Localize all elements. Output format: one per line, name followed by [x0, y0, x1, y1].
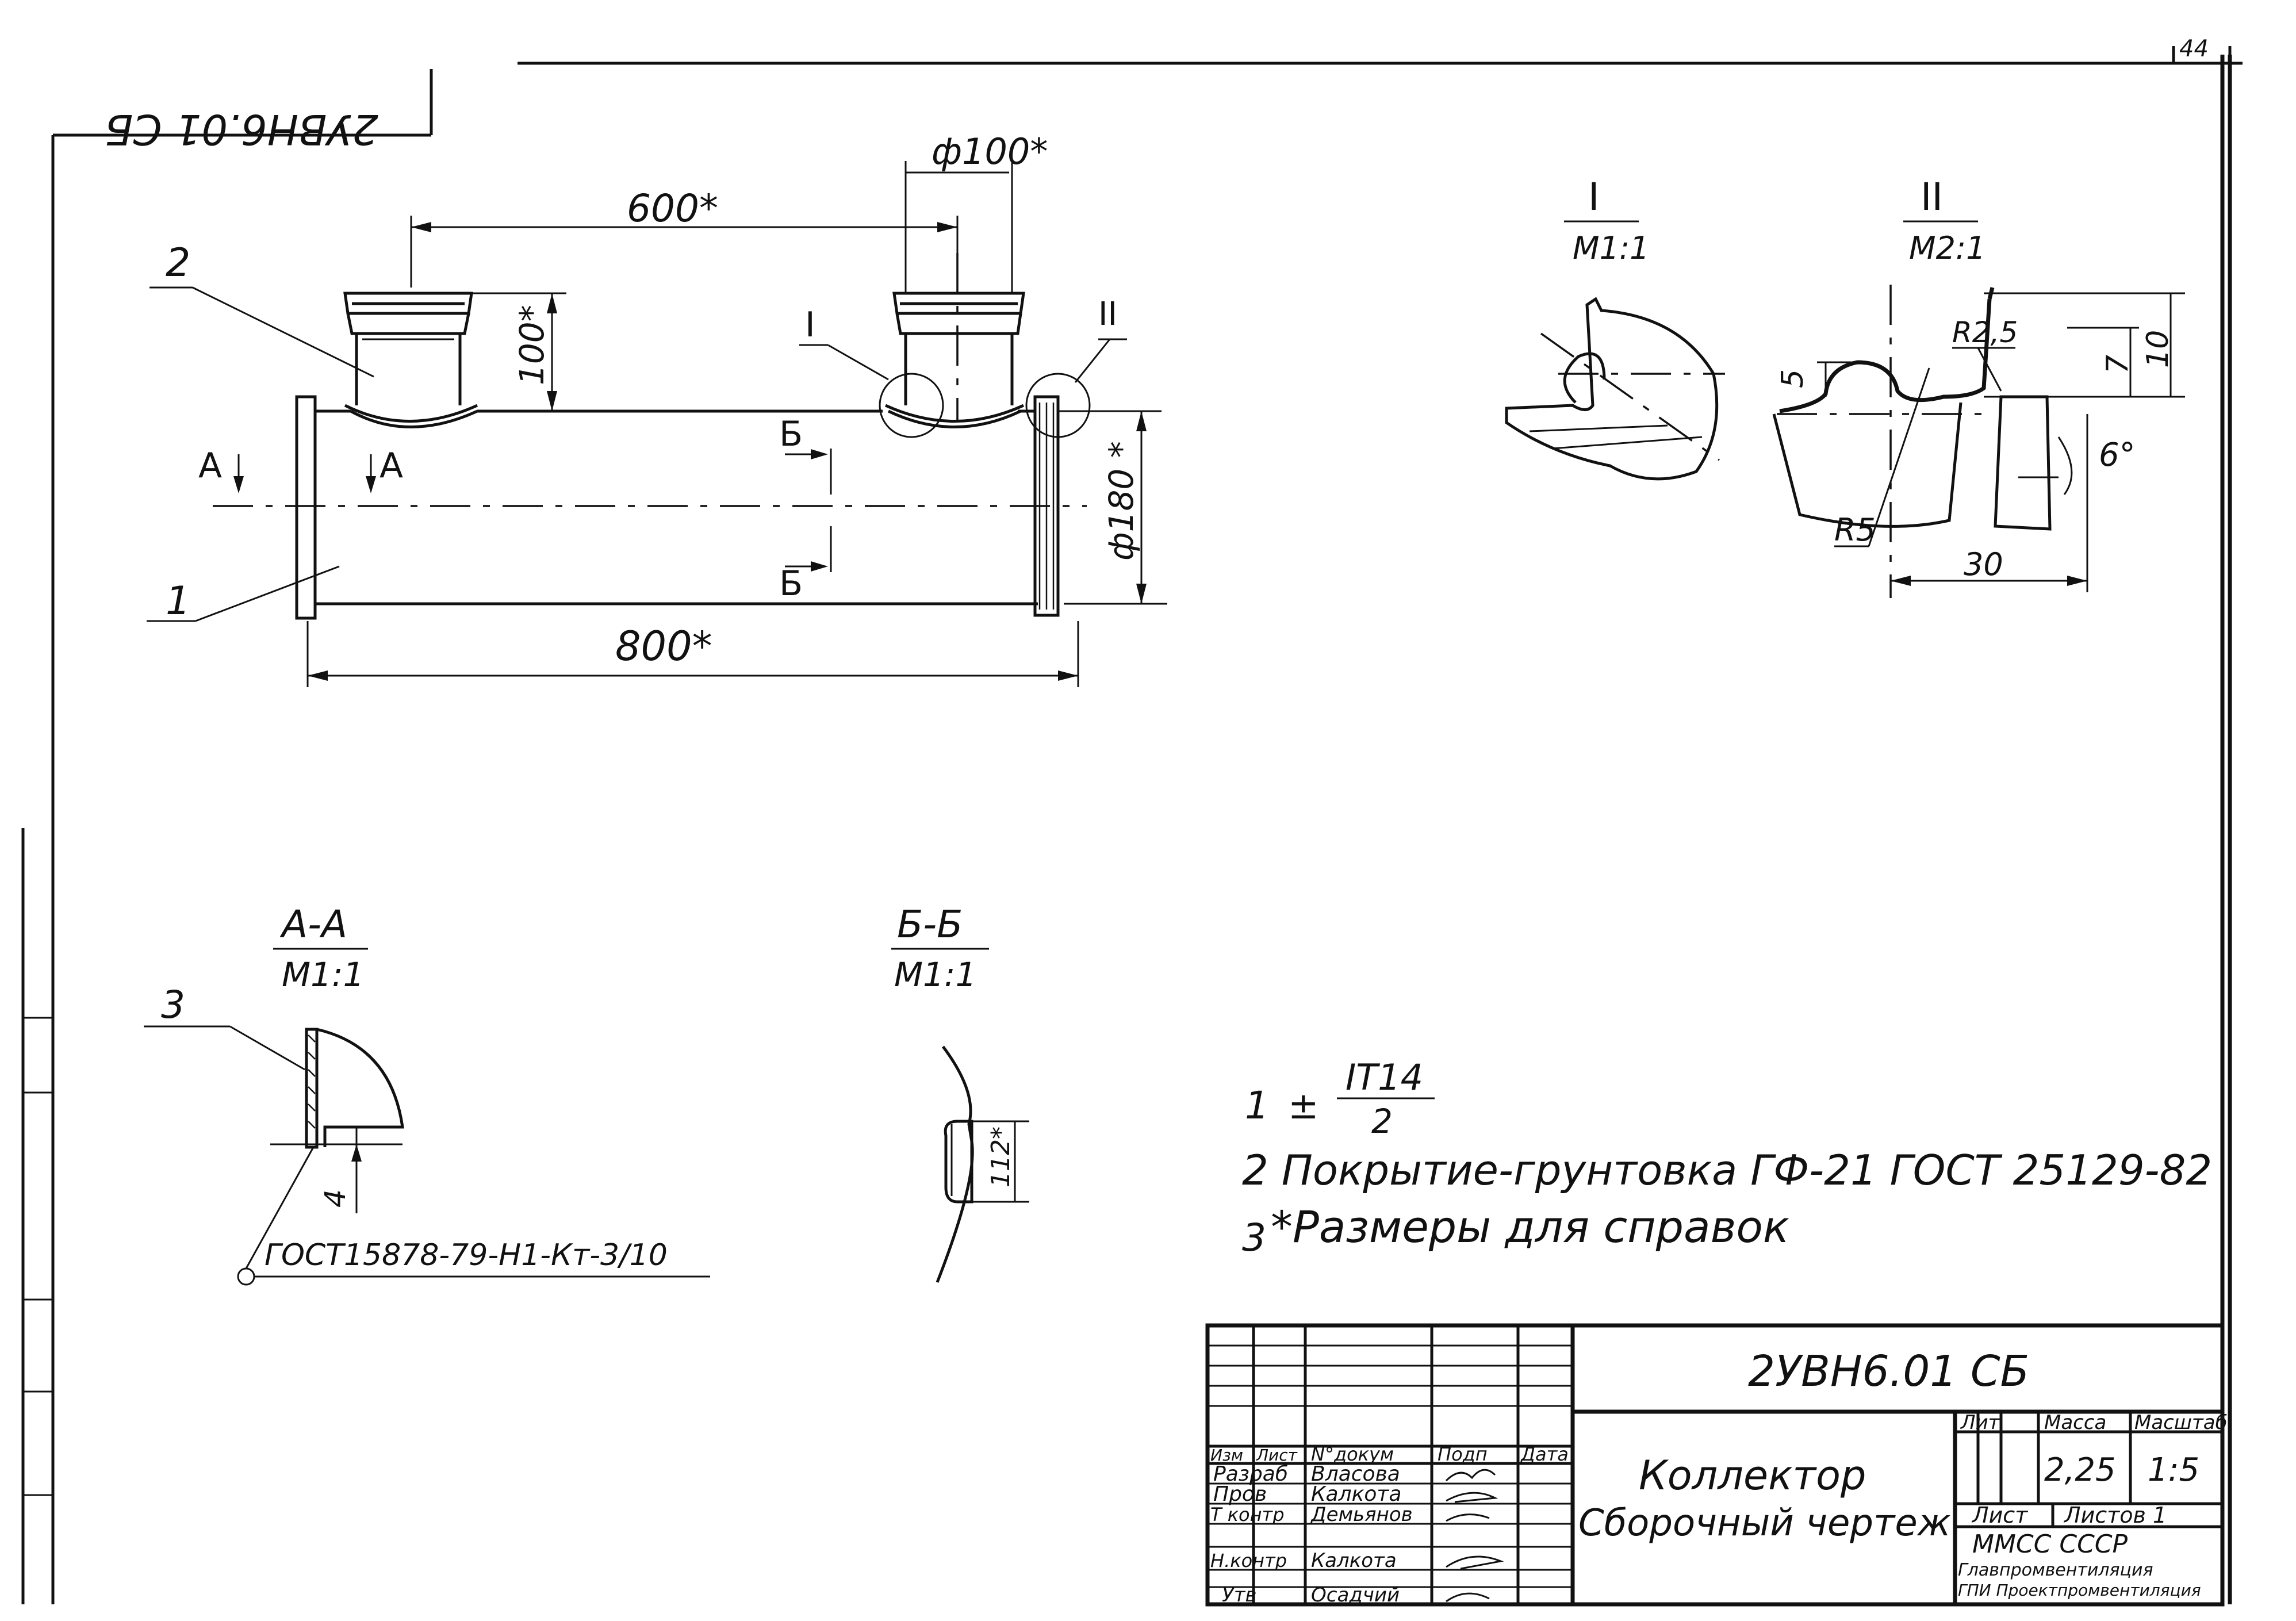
- tb-name-tkontr: Демьянов: [1310, 1503, 1413, 1526]
- position-2: 2: [166, 240, 190, 286]
- tb-name-line1: Коллектор: [1639, 1452, 1866, 1499]
- cut-B-top-label: Б: [779, 414, 803, 454]
- detail-II-d5: 5: [1776, 369, 1810, 388]
- branch-pipe-right: [884, 253, 1025, 428]
- tb-role-utv: Утв: [1222, 1584, 1257, 1607]
- note-1-plusminus: ±: [1288, 1085, 1319, 1128]
- tb-header-sign: Подп: [1438, 1443, 1488, 1465]
- tb-role-razrab: Разраб: [1213, 1462, 1288, 1486]
- dim-phi180-label: ф180 *: [1102, 441, 1141, 561]
- detail-I-callout-circle: [879, 373, 944, 438]
- detail-II-d7: 7: [2100, 355, 2135, 374]
- detail-I-scale: М1:1: [1573, 230, 1650, 266]
- detail-II-angle: 6°: [2099, 436, 2136, 474]
- dim-100-label: 100*: [512, 305, 551, 385]
- tb-name-utv: Осадчий: [1311, 1584, 1400, 1607]
- rotated-code-stamp: 2УВН6.01 СБ: [105, 105, 378, 154]
- signature-marks: [1445, 1469, 1504, 1603]
- section-AA: [144, 948, 710, 1286]
- section-BB-title: Б-Б: [897, 902, 963, 946]
- tb-org-1: ММСС СССР: [1972, 1530, 2128, 1559]
- tb-designation: 2УВН6.01 СБ: [1748, 1347, 2029, 1396]
- tb-header-date: Дата: [1520, 1443, 1569, 1465]
- note-2: 2 Покрытие-грунтовка ГФ-21 ГОСТ 25129-82: [1242, 1146, 2212, 1194]
- detail-II-d10: 10: [2141, 330, 2175, 368]
- dim-600-label: 600*: [627, 186, 718, 231]
- detail-II-callout-circle: [1025, 373, 1091, 438]
- section-BB: [891, 948, 1029, 1283]
- detail-II-r5: R5: [1834, 512, 1876, 548]
- section-AA-scale: М1:1: [282, 955, 364, 994]
- detail-II-d30: 30: [1964, 546, 2003, 583]
- tb-role-nkontr: Н.контр: [1210, 1550, 1287, 1572]
- branch-pipe-left: [343, 292, 478, 428]
- position-1: 1: [166, 578, 190, 624]
- tb-role-tkontr: Т контр: [1210, 1504, 1285, 1526]
- left-flange: [295, 395, 317, 620]
- note-1-tolerance-top: IT14: [1346, 1056, 1423, 1098]
- note-3-text: *Размеры для справок: [1271, 1201, 1789, 1252]
- tb-lit: Лит: [1960, 1411, 2000, 1434]
- main-view: [147, 161, 1167, 687]
- section-BB-dim-112: 112*: [986, 1126, 1015, 1187]
- detail-II-r25: R2,5: [1952, 316, 2018, 349]
- tb-header-izm: Изм: [1210, 1446, 1243, 1465]
- tb-name-razrab: Власова: [1311, 1462, 1400, 1486]
- dim-800-label: 800*: [615, 623, 712, 670]
- note-3-number: 3: [1242, 1216, 1266, 1260]
- note-1-tolerance-bottom: 2: [1371, 1102, 1393, 1141]
- tb-name-nkontr: Калкота: [1311, 1549, 1397, 1572]
- section-BB-scale: М1:1: [894, 955, 976, 994]
- section-AA-title: А-А: [279, 902, 347, 946]
- title-block: [1205, 1323, 2225, 1607]
- tb-header-list: Лист: [1256, 1446, 1298, 1465]
- tb-role-prov: Пров: [1213, 1482, 1267, 1506]
- cut-B-bottom-label: Б: [779, 564, 803, 604]
- detail-II: [1772, 220, 2185, 598]
- position-3: 3: [161, 983, 185, 1027]
- dim-phi100-label: ф100*: [932, 131, 1048, 173]
- detail-I-title: I: [1588, 175, 1599, 219]
- detail-II-scale: М2:1: [1909, 230, 1986, 266]
- tb-org-3: ГПИ Проектпромвентиляция: [1958, 1581, 2201, 1600]
- weld-designation: ГОСТ15878-79-Н1-Кт-3/10: [265, 1238, 668, 1273]
- tb-org-2: Главпромвентиляция: [1958, 1560, 2153, 1580]
- detail-II-title: II: [1921, 175, 1943, 219]
- section-AA-dim-4: 4: [319, 1189, 352, 1208]
- callout-II-label: II: [1098, 296, 1117, 333]
- note-1-number: 1: [1245, 1083, 1269, 1128]
- callout-I-label: I: [805, 305, 815, 345]
- tb-sheet: Лист: [1971, 1503, 2029, 1528]
- tb-header-doc: N°докум: [1311, 1443, 1394, 1465]
- cut-A-right-label: А: [380, 446, 403, 486]
- tb-mass-value: 2,25: [2044, 1451, 2116, 1489]
- tb-name-prov: Калкота: [1311, 1482, 1401, 1506]
- detail-I: [1505, 220, 1725, 481]
- tb-mass: Масса: [2044, 1411, 2106, 1434]
- tb-scale: Масштаб: [2134, 1411, 2228, 1434]
- page-number: 44: [2179, 36, 2209, 62]
- tb-sheets: Листов 1: [2063, 1503, 2167, 1528]
- cut-A-left-label: А: [198, 446, 222, 486]
- tb-scale-value: 1:5: [2148, 1451, 2199, 1489]
- tb-name-line2: Сборочный чертеж: [1578, 1502, 1951, 1545]
